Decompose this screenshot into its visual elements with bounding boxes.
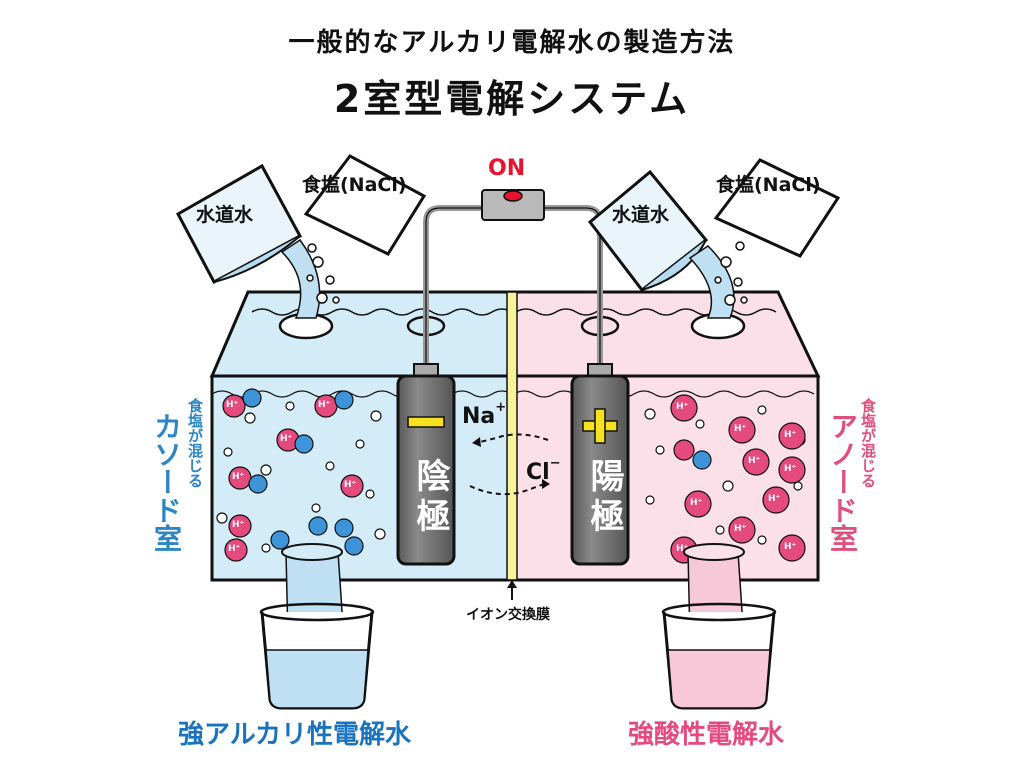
right-salt-label: 食塩(NaCl)	[716, 174, 821, 196]
h-plus-label: H⁺	[734, 424, 747, 434]
cathode-note: 食塩が混じる	[186, 398, 204, 488]
sodium-ion-label: Na+	[462, 400, 506, 429]
anode-chamber	[510, 374, 820, 582]
h-plus-label: H⁺	[232, 472, 245, 482]
tank-top-right	[510, 290, 821, 378]
alkaline-output-label: 強アルカリ性電解水	[178, 720, 411, 750]
h-plus-label: H⁺	[690, 498, 703, 508]
anode-note: 食塩が混じる	[859, 398, 877, 488]
anode-name: 陽極	[584, 458, 624, 538]
h-plus-label: H⁺	[226, 400, 239, 410]
h-plus-label: H⁺	[232, 520, 245, 530]
cathode-chamber-label: カソード室	[150, 412, 183, 552]
sodium-symbol: Na	[462, 404, 496, 429]
chloride-symbol: Cl	[526, 460, 550, 485]
left-water-stream	[280, 238, 321, 319]
h-plus-label: H⁺	[228, 544, 241, 554]
left-tap-water-label: 水道水	[196, 204, 254, 226]
sodium-charge: +	[495, 400, 507, 415]
cathode-name: 陰極	[410, 458, 450, 538]
title-line-1: 一般的なアルカリ電解水の製造方法	[288, 28, 736, 58]
right-water-cup	[587, 169, 709, 293]
left-salt-cup	[303, 154, 427, 256]
right-tap-water-label: 水道水	[612, 204, 670, 226]
left-beaker	[259, 602, 375, 710]
water-wave-right	[515, 308, 777, 316]
cathode-ions	[222, 388, 364, 562]
h-plus-label: H⁺	[734, 524, 747, 534]
switch-button	[503, 190, 523, 202]
left-salt-label: 食塩(NaCl)	[302, 174, 407, 196]
water-wave-left	[251, 308, 513, 316]
h-plus-label: H⁺	[676, 544, 689, 554]
switch-label: ON	[488, 156, 526, 181]
h-plus-label: H⁺	[768, 494, 781, 504]
right-salt-cup	[713, 158, 841, 258]
anode-chamber-label: アノード室	[826, 412, 859, 552]
chloride-charge: −	[549, 456, 561, 471]
title-line-2: 2室型電解システム	[333, 77, 691, 121]
h-plus-label: H⁺	[784, 430, 797, 440]
membrane-label: イオン交換膜	[466, 607, 550, 623]
h-plus-label: H⁺	[280, 434, 293, 444]
chloride-ion-label: Cl−	[526, 456, 561, 485]
right-beaker	[661, 602, 777, 710]
h-plus-label: H⁺	[748, 456, 761, 466]
h-plus-label: H⁺	[344, 480, 357, 490]
h-plus-label: H⁺	[676, 402, 689, 412]
h-plus-label: H⁺	[318, 400, 331, 410]
power-switch-box	[481, 189, 545, 221]
left-water-cup	[175, 163, 303, 285]
sodium-arrow	[479, 433, 549, 443]
anode-ions	[670, 394, 806, 564]
acidic-output-label: 強酸性電解水	[628, 720, 785, 750]
h-plus-label: H⁺	[784, 542, 797, 552]
h-plus-label: H⁺	[784, 464, 797, 474]
tank-top-left	[209, 290, 514, 378]
